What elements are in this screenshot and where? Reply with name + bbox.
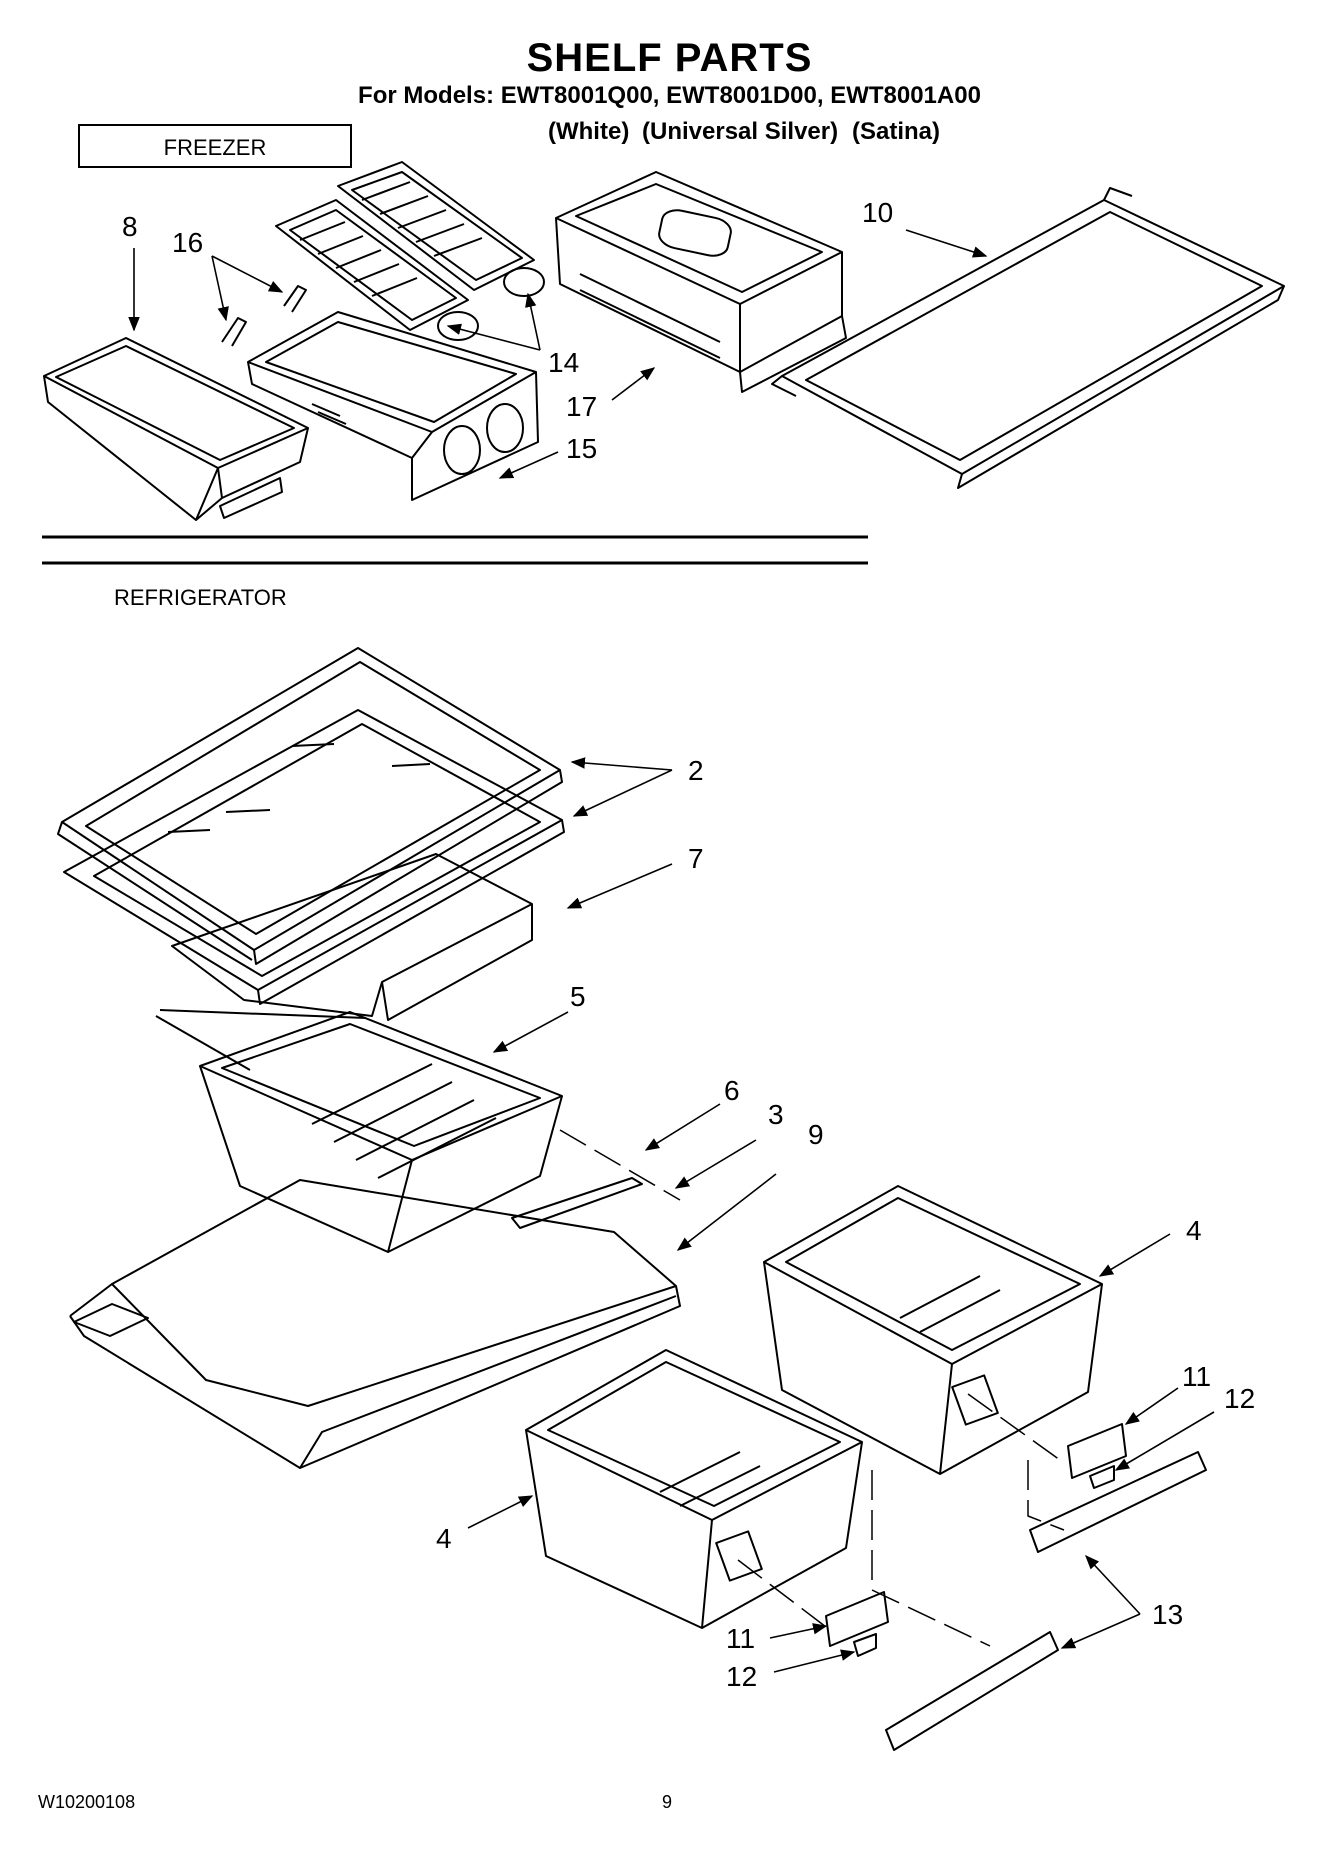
callout-17: 17 xyxy=(566,391,597,422)
callout-4-right: 4 xyxy=(1186,1215,1202,1246)
callout-4-left: 4 xyxy=(436,1523,452,1554)
models-line: For Models: EWT8001Q00, EWT8001D00, EWT8… xyxy=(358,82,981,109)
callout-11-right: 11 xyxy=(1182,1361,1211,1392)
callout-12-right: 12 xyxy=(1224,1383,1255,1414)
document-number: W10200108 xyxy=(38,1792,136,1812)
callout-14: 14 xyxy=(548,347,579,378)
variant-white: (White) xyxy=(548,118,630,145)
part-2-glass-shelves xyxy=(57,647,565,1005)
part-4-crisper-left xyxy=(525,1349,863,1629)
callout-6: 6 xyxy=(724,1075,740,1106)
refrigerator-section-label: REFRIGERATOR xyxy=(114,585,287,610)
page-number: 9 xyxy=(662,1792,673,1812)
part-5-crisper-drawer xyxy=(199,1011,563,1253)
part-11-12-latches xyxy=(825,1423,1127,1657)
freezer-section-label: FREEZER xyxy=(78,124,352,168)
callout-2: 2 xyxy=(688,755,704,786)
part-4-crisper-right xyxy=(763,1185,1103,1475)
page-title: SHELF PARTS xyxy=(526,36,813,80)
section-divider xyxy=(42,535,868,565)
callout-8: 8 xyxy=(122,211,138,242)
part-13-trim-rails xyxy=(885,1451,1207,1751)
part-16-clips xyxy=(221,285,307,347)
callout-12-left: 12 xyxy=(726,1661,757,1692)
callout-10: 10 xyxy=(862,197,893,228)
assembly-guide-lines xyxy=(559,1129,1065,1647)
part-8-freezer-bin xyxy=(43,337,309,521)
part-6-trim-strip xyxy=(511,1177,643,1229)
part-15-ice-bucket xyxy=(247,311,539,501)
part-9-crisper-cover xyxy=(69,1179,681,1469)
part-7-shelf-frame xyxy=(155,853,533,1071)
callout-13: 13 xyxy=(1152,1599,1183,1630)
part-17-ice-module xyxy=(555,171,847,393)
part-14-ice-trays xyxy=(275,161,545,341)
callout-15: 15 xyxy=(566,433,597,464)
callout-11-left: 11 xyxy=(726,1623,755,1654)
callout-7: 7 xyxy=(688,843,704,874)
variant-satina: (Satina) xyxy=(852,118,941,145)
callout-16: 16 xyxy=(172,227,203,258)
leader-arrows xyxy=(128,229,1215,1673)
callout-9: 9 xyxy=(808,1119,824,1150)
part-10-freezer-shelf xyxy=(771,187,1285,489)
callout-3: 3 xyxy=(768,1099,784,1130)
variant-universal-silver: (Universal Silver) xyxy=(642,118,839,145)
callout-5: 5 xyxy=(570,981,586,1012)
